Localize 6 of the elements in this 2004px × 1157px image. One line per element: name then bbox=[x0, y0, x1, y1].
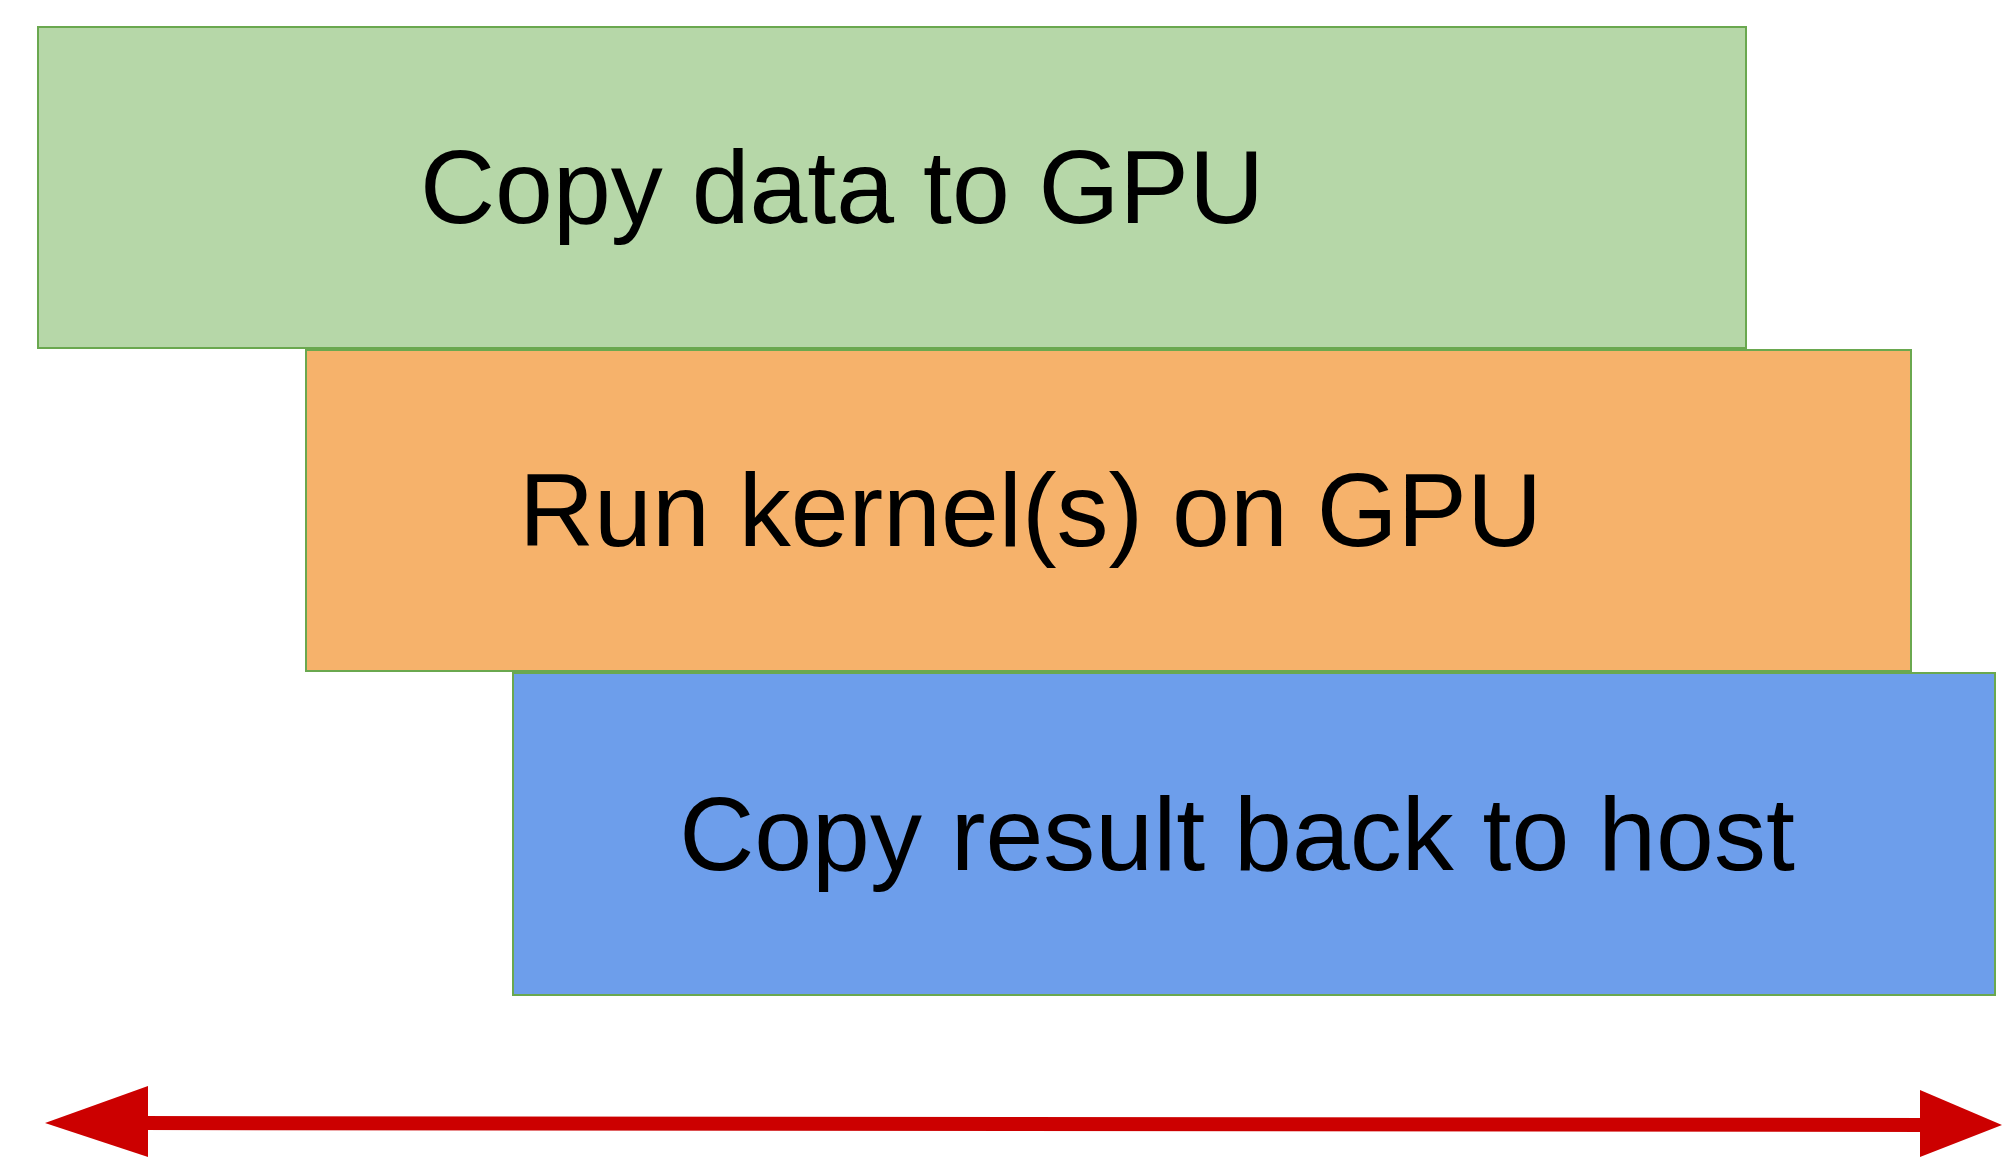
process-box bbox=[512, 672, 1996, 996]
box-label: Run kernel(s) on GPU bbox=[518, 451, 1542, 570]
box-label: Copy result back to host bbox=[679, 774, 1795, 894]
process-box bbox=[305, 349, 1912, 672]
box-label: Copy data to GPU bbox=[420, 128, 1264, 247]
process-box bbox=[37, 26, 1747, 349]
